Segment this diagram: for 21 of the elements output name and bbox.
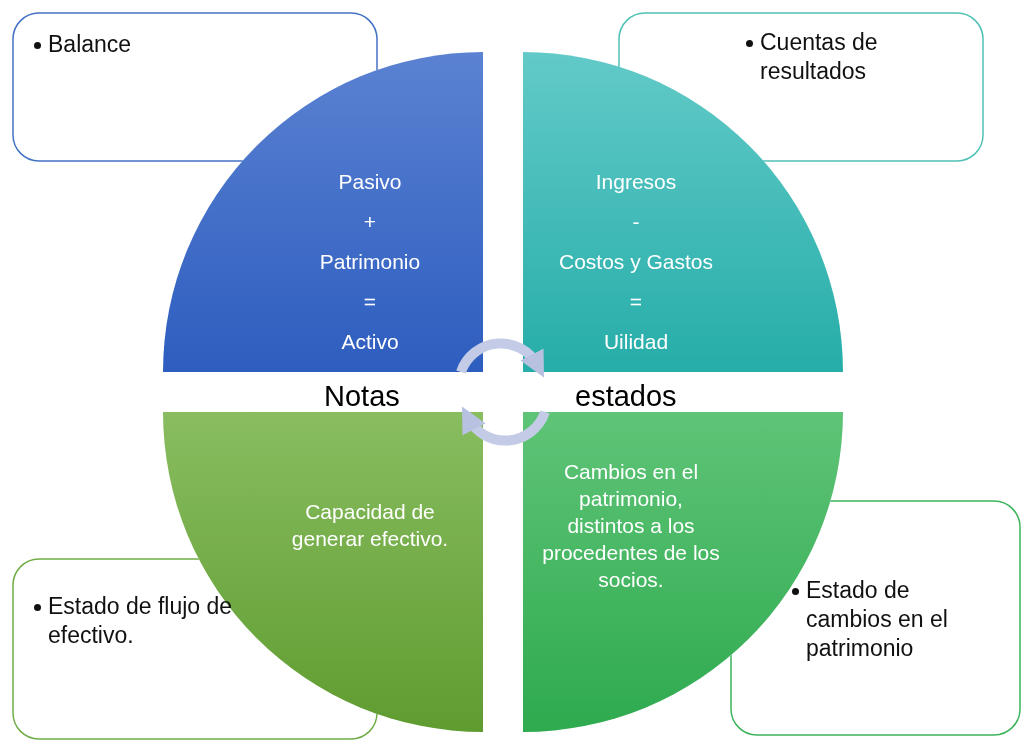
segment-text: Capacidad de generar efectivo. <box>290 499 450 552</box>
segment-text: Ingresos <box>595 169 677 195</box>
info-box <box>12 558 378 740</box>
segment-text: = <box>629 289 643 315</box>
segment-text: Uilidad <box>603 329 669 355</box>
segment-text: Cambios en el patrimonio, distintos a los procedentes de los socios. <box>541 459 721 593</box>
segment-text: Activo <box>341 329 399 355</box>
quadrant-segment <box>163 52 483 372</box>
segment-text: Costos y Gastos <box>558 249 714 275</box>
segment-text: Patrimonio <box>319 249 421 275</box>
bullet-text: Cuentas de resultados <box>760 29 878 84</box>
bullet-text: Balance <box>48 31 132 57</box>
segment-text: - <box>632 209 640 235</box>
segment-text: + <box>363 209 377 235</box>
center-label: Notas <box>324 380 400 413</box>
segment-text: = <box>363 289 377 315</box>
center-label: estados <box>575 380 677 413</box>
info-box <box>730 500 1021 736</box>
bullet-text: Estado de cambios en el patrimonio <box>806 577 948 661</box>
bullet-text: Estado de flujo de efectivo. <box>48 593 233 648</box>
segment-text: Pasivo <box>338 169 402 195</box>
